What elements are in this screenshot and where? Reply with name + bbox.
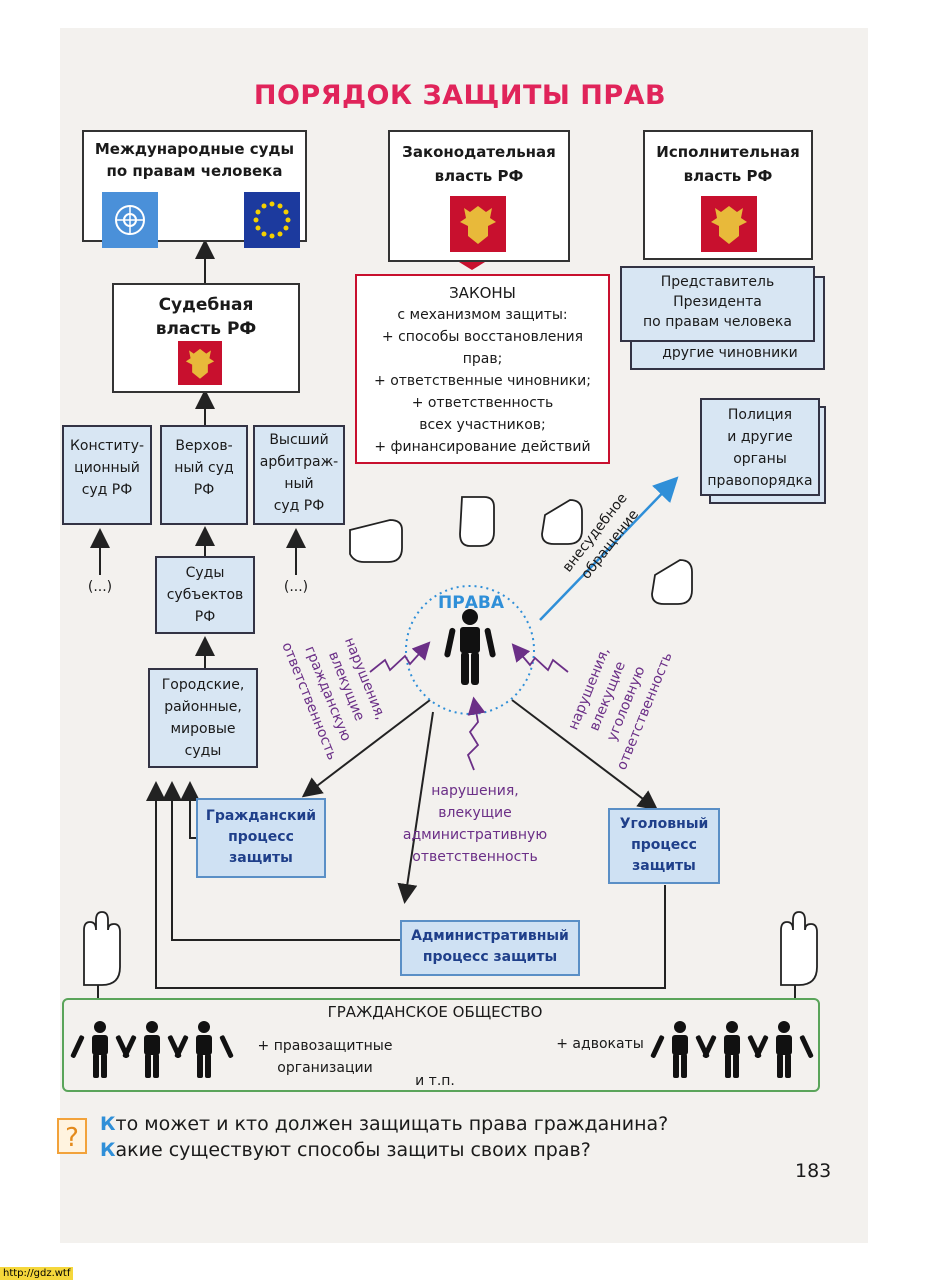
zigzag-criminal — [511, 643, 569, 673]
hand-icon-arbitration — [349, 519, 403, 563]
ellipsis-right: (...) — [283, 579, 309, 595]
ombudsman-box: Представитель Президента по правам челов… — [620, 266, 815, 342]
administrative-violations-label: нарушения, влекущие административную отв… — [402, 783, 548, 865]
legislative-to-laws-marker — [459, 262, 485, 270]
laws-line: + ответственные чиновники; — [374, 373, 591, 389]
question-1: Кто может и кто должен защищать права гр… — [100, 1113, 668, 1135]
zigzag-administrative — [466, 696, 486, 771]
rights-organizations-label: + правозащитные организации — [257, 1038, 393, 1076]
supreme-court-box: Верхов- ный суд РФ — [160, 425, 248, 525]
laws-line: всех участников; — [419, 417, 546, 433]
hand-icon-society-right — [780, 911, 818, 986]
city-courts-box: Городские, районные, мировые суды — [148, 668, 258, 768]
hand-icon-society-left — [83, 911, 121, 986]
arrow-rights-to-civil — [301, 699, 431, 798]
civil-process-box: Гражданский процесс защиты — [196, 798, 326, 878]
legislative-label: Законодательная власть РФ — [402, 143, 556, 185]
administrative-process-box: Административный процесс защиты — [400, 920, 580, 976]
criminal-process-label: Уголовный процесс защиты — [619, 816, 709, 874]
laws-line: + финансирование действий — [374, 439, 591, 455]
civil-process-label: Гражданский процесс защиты — [205, 808, 317, 866]
administrative-process-label: Административный процесс защиты — [411, 928, 569, 965]
arbitration-court-label: Высший арбитраж- ный суд РФ — [259, 432, 339, 514]
question-2-text: акие существуют способы защиты своих пра… — [115, 1139, 591, 1161]
rights-label: ПРАВА — [438, 593, 504, 613]
supreme-court-label: Верхов- ный суд РФ — [174, 438, 234, 498]
hand-icon-police — [651, 559, 693, 605]
international-courts-box: Международные суды по правам человека — [82, 130, 307, 248]
international-courts-label: Международные суды по правам человека — [94, 140, 295, 180]
eu-flag-icon — [244, 192, 300, 248]
arrow-rights-to-criminal — [511, 699, 659, 811]
un-flag-icon — [102, 192, 158, 248]
russian-emblem-icon — [178, 341, 222, 385]
watermark-link[interactable]: http://gdz.wtf — [0, 1267, 74, 1280]
laws-line: прав; — [462, 351, 503, 367]
zigzag-civil — [369, 641, 431, 673]
question-2-initial: К — [100, 1139, 116, 1161]
lawyers-label: + адвокаты — [556, 1036, 644, 1052]
arbitration-court-box: Высший арбитраж- ный суд РФ — [253, 425, 345, 525]
arrow-criminal-to-city — [146, 781, 666, 989]
police-label: Полиция и другие органы правопорядка — [707, 407, 813, 489]
judicial-box: Судебная власть РФ — [112, 283, 300, 393]
ellipsis-left: (...) — [87, 579, 113, 595]
constitutional-court-box: Конститу- ционный суд РФ — [62, 425, 152, 525]
subject-courts-box: Суды субъектов РФ — [155, 556, 255, 634]
rights-circle — [405, 585, 535, 715]
laws-box: ЗАКОНЫ с механизмом защиты: + способы во… — [355, 274, 610, 464]
question-1-text: то может и кто должен защищать права гра… — [115, 1113, 669, 1135]
hand-icon-laws — [459, 496, 495, 547]
executive-label: Исполнительная власть РФ — [656, 143, 800, 185]
subject-courts-label: Суды субъектов РФ — [166, 565, 244, 625]
question-mark-icon: ? — [57, 1118, 87, 1154]
judicial-label: Судебная власть РФ — [155, 295, 257, 339]
city-courts-label: Городские, районные, мировые суды — [161, 677, 245, 759]
executive-box: Исполнительная власть РФ — [643, 130, 813, 260]
question-1-initial: К — [100, 1113, 116, 1135]
police-box: Полиция и другие органы правопорядка — [700, 398, 820, 496]
arrow-civil-to-city — [180, 781, 200, 839]
person-icon — [444, 609, 496, 685]
question-2: Какие существуют способы защиты своих пр… — [100, 1139, 591, 1161]
legislative-box: Законодательная власть РФ — [388, 130, 570, 262]
society-people-icons — [70, 1021, 814, 1078]
etc-label: и т.п. — [415, 1073, 455, 1089]
constitutional-court-label: Конститу- ционный суд РФ — [69, 438, 145, 498]
civil-society-heading: ГРАЖДАНСКОЕ ОБЩЕСТВО — [327, 1003, 543, 1021]
other-officials-label: другие чиновники — [662, 345, 798, 361]
russian-emblem-icon — [450, 196, 506, 252]
arrow-administrative-to-city — [162, 781, 400, 941]
hand-icon-ombudsman — [541, 499, 583, 545]
laws-line: с механизмом защиты: — [397, 307, 568, 323]
laws-heading: ЗАКОНЫ — [449, 284, 516, 302]
laws-line: + способы восстановления — [381, 329, 584, 345]
page-number: 183 — [795, 1160, 832, 1182]
civil-society-box — [62, 998, 820, 1092]
arrow-out-of-court — [539, 476, 679, 621]
laws-line: + ответственность — [411, 395, 554, 411]
page-title: ПОРЯДОК ЗАЩИТЫ ПРАВ — [253, 80, 667, 111]
arrow-rights-to-administrative — [397, 711, 434, 904]
ombudsman-label: Представитель Президента по правам челов… — [643, 274, 792, 330]
criminal-process-box: Уголовный процесс защиты — [608, 808, 720, 884]
russian-emblem-icon — [701, 196, 757, 252]
